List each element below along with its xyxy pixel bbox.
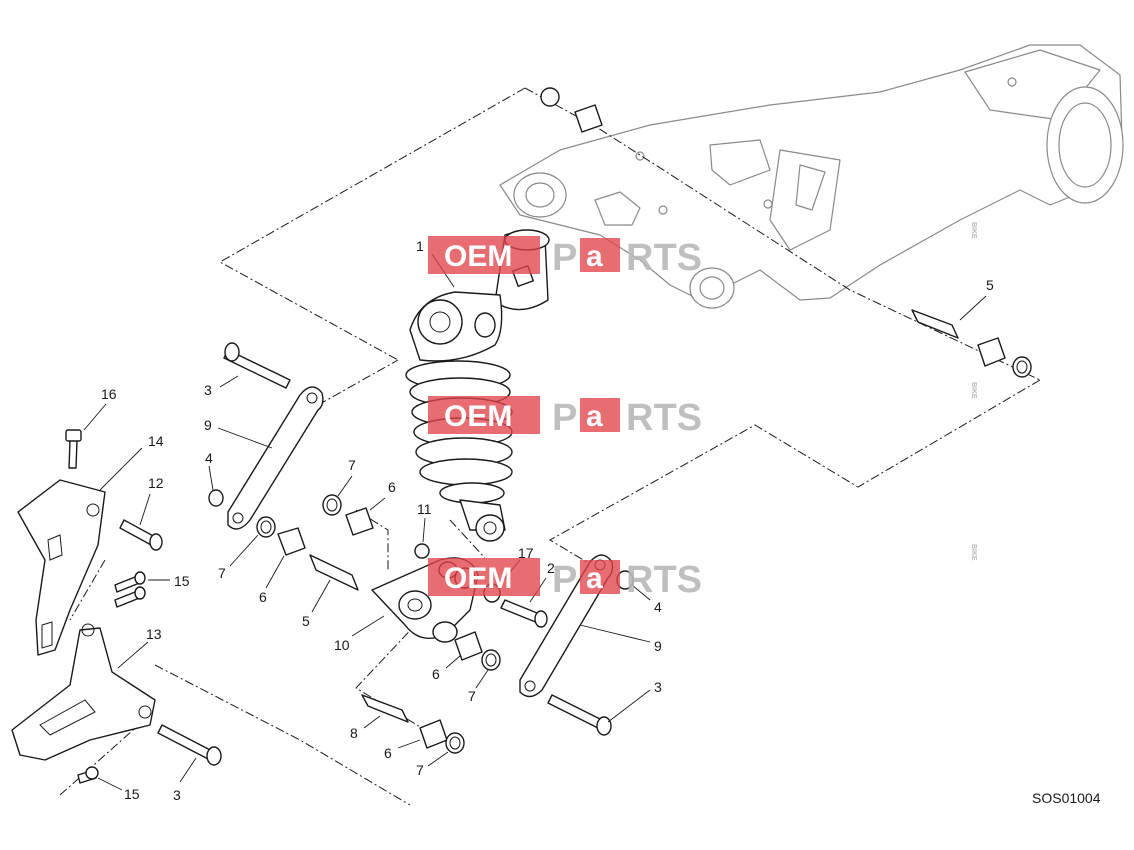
svg-text:OEM: OEM [444, 562, 512, 595]
callout-14: 14 [148, 433, 164, 449]
bolt-lower-right [547, 694, 612, 736]
callout-9-right: 9 [654, 638, 662, 654]
bolt-rocker [500, 599, 548, 628]
diagram-reference-code: SOS01004 [1032, 790, 1101, 806]
callout-10: 10 [334, 637, 350, 653]
callout-6-rocker: 6 [432, 666, 440, 682]
svg-text:a: a [586, 240, 603, 273]
watermark-middle: OEM BIKE P a RTS [428, 382, 977, 439]
callout-9-left: 9 [204, 417, 212, 433]
svg-text:a: a [586, 400, 603, 433]
rear-shock-absorber [405, 229, 550, 542]
callout-4-right: 4 [654, 599, 662, 615]
leader-lines [83, 253, 987, 791]
svg-text:BIKE: BIKE [970, 222, 977, 239]
callout-5-spacer: 5 [302, 613, 310, 629]
callout-2: 2 [547, 560, 555, 576]
bracket-upper [17, 479, 106, 656]
svg-text:RTS: RTS [626, 237, 702, 279]
svg-text:RTS: RTS [626, 559, 702, 601]
bolt-vertical [65, 429, 82, 469]
swingarm [499, 44, 1124, 309]
callout-7-upper: 7 [348, 457, 356, 473]
callout-3-lower-right-bolt: 3 [654, 679, 662, 695]
tie-rod-left [227, 386, 324, 530]
callout-16: 16 [101, 386, 117, 402]
callout-4-left: 4 [205, 450, 213, 466]
bolt-bracket-upper [119, 519, 163, 551]
bolt-bracket-lower [157, 724, 222, 766]
svg-text:OEM: OEM [444, 400, 512, 433]
callout-6-upper: 6 [388, 479, 396, 495]
callout-3-upper-bolt: 3 [204, 382, 212, 398]
svg-text:BIKE: BIKE [970, 382, 977, 399]
svg-text:P: P [552, 237, 577, 279]
callout-7-lower: 7 [416, 762, 424, 778]
callout-8: 8 [350, 725, 358, 741]
callout-6-lower: 6 [384, 745, 392, 761]
callout-7-rocker: 7 [468, 688, 476, 704]
svg-text:OEM: OEM [444, 240, 512, 273]
callout-1: 1 [416, 238, 424, 254]
callout-13: 13 [146, 626, 162, 642]
svg-text:P: P [552, 559, 577, 601]
svg-text:a: a [586, 562, 603, 595]
callout-17: 17 [518, 545, 534, 561]
callout-15-right: 15 [174, 573, 190, 589]
callout-labels: 1 2 3 3 3 4 4 5 5 6 6 6 6 7 7 7 7 8 9 9 … [101, 238, 994, 803]
watermark-lower: OEM BIKE P a RTS [428, 544, 977, 601]
bracket-lower [11, 623, 156, 761]
bushings-and-seals [208, 87, 1032, 754]
callout-7-left: 7 [218, 565, 226, 581]
svg-text:BIKE: BIKE [970, 544, 977, 561]
callout-6-left: 6 [259, 589, 267, 605]
callout-3-bracket-bolt: 3 [173, 787, 181, 803]
callout-11: 11 [417, 501, 432, 517]
bolt-upper-left [223, 342, 291, 389]
callout-15-bottom: 15 [124, 786, 140, 802]
svg-text:RTS: RTS [626, 397, 702, 439]
callout-5-swingarm: 5 [986, 277, 994, 293]
screws-bracket [77, 571, 146, 784]
callout-12: 12 [148, 475, 164, 491]
svg-text:P: P [552, 397, 577, 439]
watermark-top: OEM BIKE P a RTS [428, 222, 977, 279]
